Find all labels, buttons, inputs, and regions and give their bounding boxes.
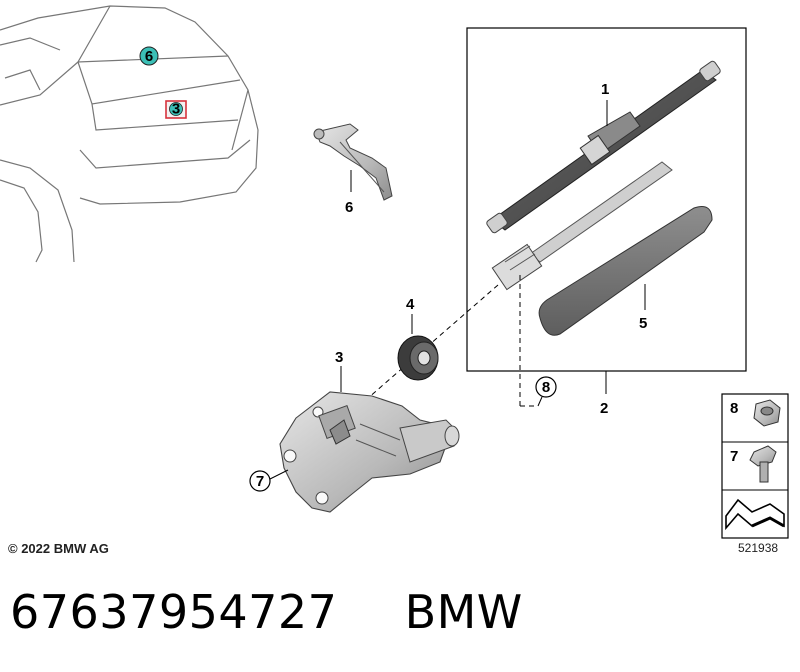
diagram-number: 521938: [738, 541, 779, 555]
fastener-icon: [725, 498, 785, 531]
callout-6: 6: [345, 199, 353, 216]
callout-4: 4: [406, 296, 415, 313]
wiper-blade-part-1: [486, 60, 721, 234]
brand-name: BMW: [404, 585, 523, 639]
bolt-part-7: 7: [730, 445, 777, 483]
part-caption: 67637954727 BMW: [10, 585, 523, 639]
wiper-motor-part-3: [279, 391, 460, 513]
car-rear-illustration: [0, 5, 259, 263]
svg-text:6: 6: [145, 48, 153, 65]
car-marker-6: 6: [139, 46, 159, 66]
svg-text:8: 8: [730, 400, 738, 417]
arm-cover-part-5: [538, 206, 713, 336]
wiper-arm-part-2: [491, 161, 673, 291]
svg-text:3: 3: [172, 101, 180, 118]
washer-nozzle-part-6: [313, 123, 393, 201]
callout-5: 5: [639, 315, 647, 332]
svg-text:7: 7: [256, 473, 264, 490]
hex-nut-part-8: 8: [730, 399, 781, 427]
car-marker-3: 3: [165, 100, 187, 119]
svg-text:7: 7: [730, 448, 738, 465]
part-number: 67637954727: [10, 585, 338, 639]
callout-8: 8: [535, 376, 557, 407]
svg-text:8: 8: [542, 379, 550, 396]
callout-3: 3: [335, 349, 343, 366]
grommet-part-4: [397, 335, 439, 381]
callout-2: 2: [600, 400, 608, 417]
callout-7: 7: [249, 469, 289, 492]
copyright-notice: © 2022 BMW AG: [8, 541, 109, 556]
callout-1: 1: [601, 81, 609, 98]
